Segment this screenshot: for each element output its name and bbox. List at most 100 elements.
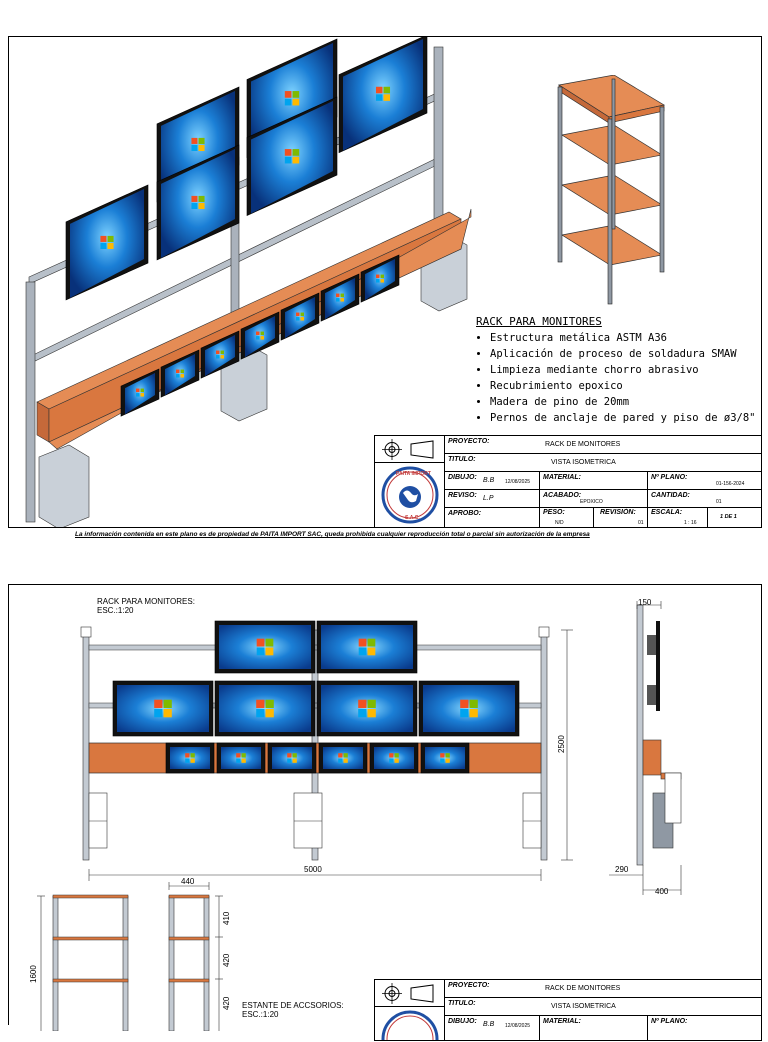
dim-width: 5000: [304, 865, 322, 874]
aprobo-label: APROBO:: [448, 510, 482, 517]
dim-420-a: 420: [222, 953, 231, 967]
acabado-label: ACABADO:: [543, 492, 582, 499]
tb-icons: [375, 436, 445, 463]
small-monitor-row: [120, 254, 400, 417]
company-logo: [381, 466, 439, 524]
dim-height: 2500: [557, 735, 566, 753]
front-elevation-drawing: [80, 620, 573, 881]
escala-value: 1 : 16: [684, 520, 697, 526]
proyecto-value-2: RACK DE MONITORES: [545, 985, 621, 992]
spec-item: Aplicación de proceso de soldadura SMAW: [490, 346, 756, 362]
middle-monitor-1: [112, 680, 214, 737]
proyecto-value: RACK DE MONITORES: [545, 441, 621, 448]
title-block-2: PROYECTO: RACK DE MONITORES TITULO: VIST…: [374, 979, 762, 1042]
specs-block: RACK PARA MONITORES Estructura metálica …: [476, 315, 756, 426]
specs-list: Estructura metálica ASTM A36Aplicación d…: [476, 330, 756, 426]
rack-title: RACK PARA MONITORES:: [97, 597, 195, 606]
dim-1600: 1600: [29, 965, 38, 983]
dibujo-value: B.B: [483, 477, 495, 484]
peso-value: N/D: [555, 520, 564, 526]
tb2-icons: [375, 980, 445, 1007]
revision-value: 01: [638, 520, 644, 526]
plano-label: Nº PLANO:: [651, 474, 688, 481]
rack-view-title: RACK PARA MONITORES: ESC.:1:20: [97, 597, 195, 615]
bottom-monitor-5: [369, 742, 419, 774]
bottom-monitor-2: [216, 742, 266, 774]
rack-scale: ESC.:1:20: [97, 606, 134, 615]
large-monitor-1: [65, 184, 149, 301]
dibujo-label-2: DIBUJO:: [448, 1018, 477, 1025]
small-monitor-1: [120, 368, 160, 417]
dim-440: 440: [181, 877, 195, 886]
shelf-title: ESTANTE DE ACCSORIOS:: [242, 1001, 344, 1010]
dim-410: 410: [222, 911, 231, 925]
small-monitor-4: [240, 311, 280, 360]
small-monitor-5: [280, 292, 320, 341]
dim-420-b: 420: [222, 996, 231, 1010]
spec-item: Limpieza mediante chorro abrasivo: [490, 362, 756, 378]
logo-text-top: PAITA IMPORT: [396, 471, 431, 477]
large-monitor-grid: [65, 37, 428, 301]
plano-label-2: Nº PLANO:: [651, 1018, 688, 1025]
projection-symbol-icon: [382, 439, 434, 460]
revision-label: REVISIÓN:: [600, 509, 636, 516]
bottom-monitor-1: [165, 742, 215, 774]
bottom-monitor-3: [267, 742, 317, 774]
dibujo-date: 12/08/2025: [505, 479, 531, 485]
drawing-sheet-isometric: RACK PARA MONITORES Estructura metálica …: [8, 36, 762, 528]
acabado-value: EPOXICO: [580, 499, 603, 505]
plano-value: 01-156-2024: [716, 481, 745, 487]
small-monitor-2: [160, 349, 200, 398]
dim-150: 150: [638, 598, 652, 607]
logo-text-bottom: S.A.C.: [405, 515, 420, 521]
title-block: PAITA IMPORT S.A.C. PROYECTO: RACK DE MO…: [374, 435, 762, 528]
hoja-value: 1 DE 1: [720, 514, 737, 520]
proyecto-label-2: PROYECTO:: [448, 982, 490, 989]
large-monitor-6: [338, 37, 428, 154]
escala-label: ESCALA:: [651, 509, 683, 516]
spec-item: Pernos de anclaje de pared y piso de ø3/…: [490, 410, 756, 426]
side-elevation-drawing: [609, 601, 682, 895]
footer-disclaimer: La información contenida en este plano e…: [75, 531, 590, 538]
reviso-value: L.P: [483, 495, 494, 502]
large-monitor-4: [156, 144, 240, 261]
shelf-elevation-drawing: [37, 882, 223, 1031]
titulo-value-2: VISTA ISOMETRICA: [551, 1003, 616, 1010]
bottom-monitor-4: [318, 742, 368, 774]
top-monitor-1: [214, 620, 316, 674]
spec-item: Madera de pino de 20mm: [490, 394, 756, 410]
isometric-shelf-drawing: [557, 75, 665, 305]
middle-monitor-2: [214, 680, 316, 737]
proyecto-label: PROYECTO:: [448, 438, 490, 445]
dim-400: 400: [655, 887, 669, 896]
dim-290: 290: [615, 865, 629, 874]
small-monitor-7: [360, 254, 400, 303]
reviso-label: REVISO:: [448, 492, 477, 499]
shelf-view-title: ESTANTE DE ACCSORIOS: ESC.:1:20: [242, 1001, 344, 1019]
small-monitor-6: [320, 273, 360, 322]
specs-title: RACK PARA MONITORES: [476, 315, 602, 328]
dibujo-label: DIBUJO:: [448, 474, 477, 481]
large-monitor-5: [246, 96, 338, 216]
titulo-label-2: TITULO:: [448, 1000, 476, 1007]
material-label: MATERIAL:: [543, 474, 581, 481]
front-monitor-array: [112, 620, 520, 774]
small-monitor-3: [200, 330, 240, 379]
drawing-sheet-orthographic: RACK PARA MONITORES: ESC.:1:20: [8, 584, 762, 1042]
titulo-value: VISTA ISOMETRICA: [551, 459, 616, 466]
bottom-monitor-6: [420, 742, 470, 774]
spec-item: Estructura metálica ASTM A36: [490, 330, 756, 346]
shelf-scale: ESC.:1:20: [242, 1010, 279, 1019]
isometric-rack-drawing: [25, 37, 472, 527]
tb-logo: PAITA IMPORT S.A.C.: [375, 463, 445, 527]
spec-item: Recubrimiento epoxico: [490, 378, 756, 394]
dibujo-value-2: B.B: [483, 1021, 495, 1028]
material-label-2: MATERIAL:: [543, 1018, 581, 1025]
middle-monitor-4: [418, 680, 520, 737]
middle-monitor-3: [316, 680, 418, 737]
peso-label: PESO:: [543, 509, 565, 516]
projection-symbol-icon-2: [382, 983, 434, 1004]
cantidad-value: 01: [716, 499, 722, 505]
top-monitor-2: [316, 620, 418, 674]
titulo-label: TITULO:: [448, 456, 476, 463]
